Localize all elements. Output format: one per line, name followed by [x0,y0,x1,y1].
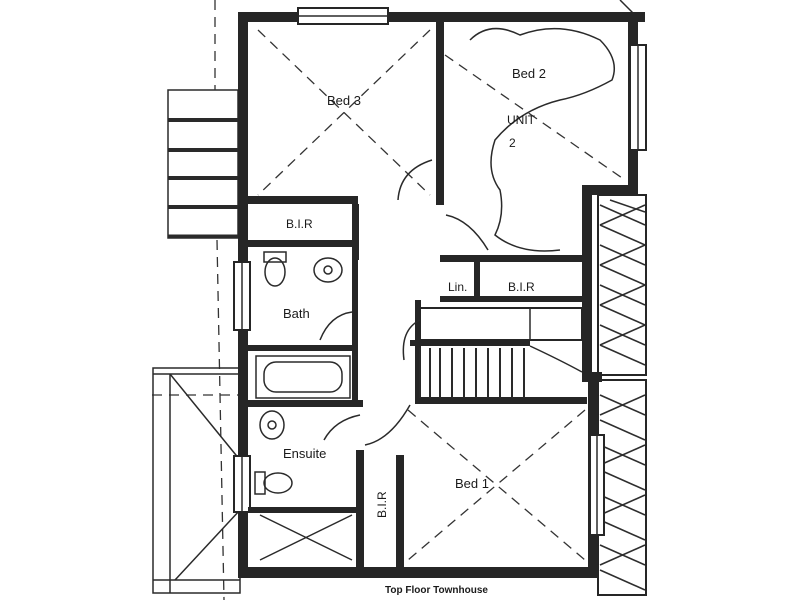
balcony [152,367,241,594]
room-label-linen: Lin. [448,280,467,294]
external-stair [167,89,239,239]
room-label-bed2: Bed 2 [512,66,546,81]
room-label-bir-bed2: B.I.R [508,280,535,294]
tree-outline [469,27,615,252]
room-label-bed1: Bed 1 [455,476,489,491]
room-label-ensuite: Ensuite [283,446,326,461]
door-swings [319,159,489,446]
windows [233,7,647,536]
hatched-wall-lower [597,379,647,596]
room-label-bath: Bath [283,306,310,321]
room-label-bed3: Bed 3 [327,93,361,108]
stair-treads [417,307,583,398]
room-label-bir-bed1: B.I.R [375,491,389,518]
hatched-wall-upper [597,194,647,376]
room-diagonals [257,29,626,561]
room-label-bir-bed3: B.I.R [286,217,313,231]
unit-label: UNIT [507,113,536,127]
interior-walls [248,22,587,575]
unit-number: 2 [509,136,516,150]
plan-caption: Top Floor Townhouse [385,585,488,596]
bath-fixtures [254,251,351,495]
